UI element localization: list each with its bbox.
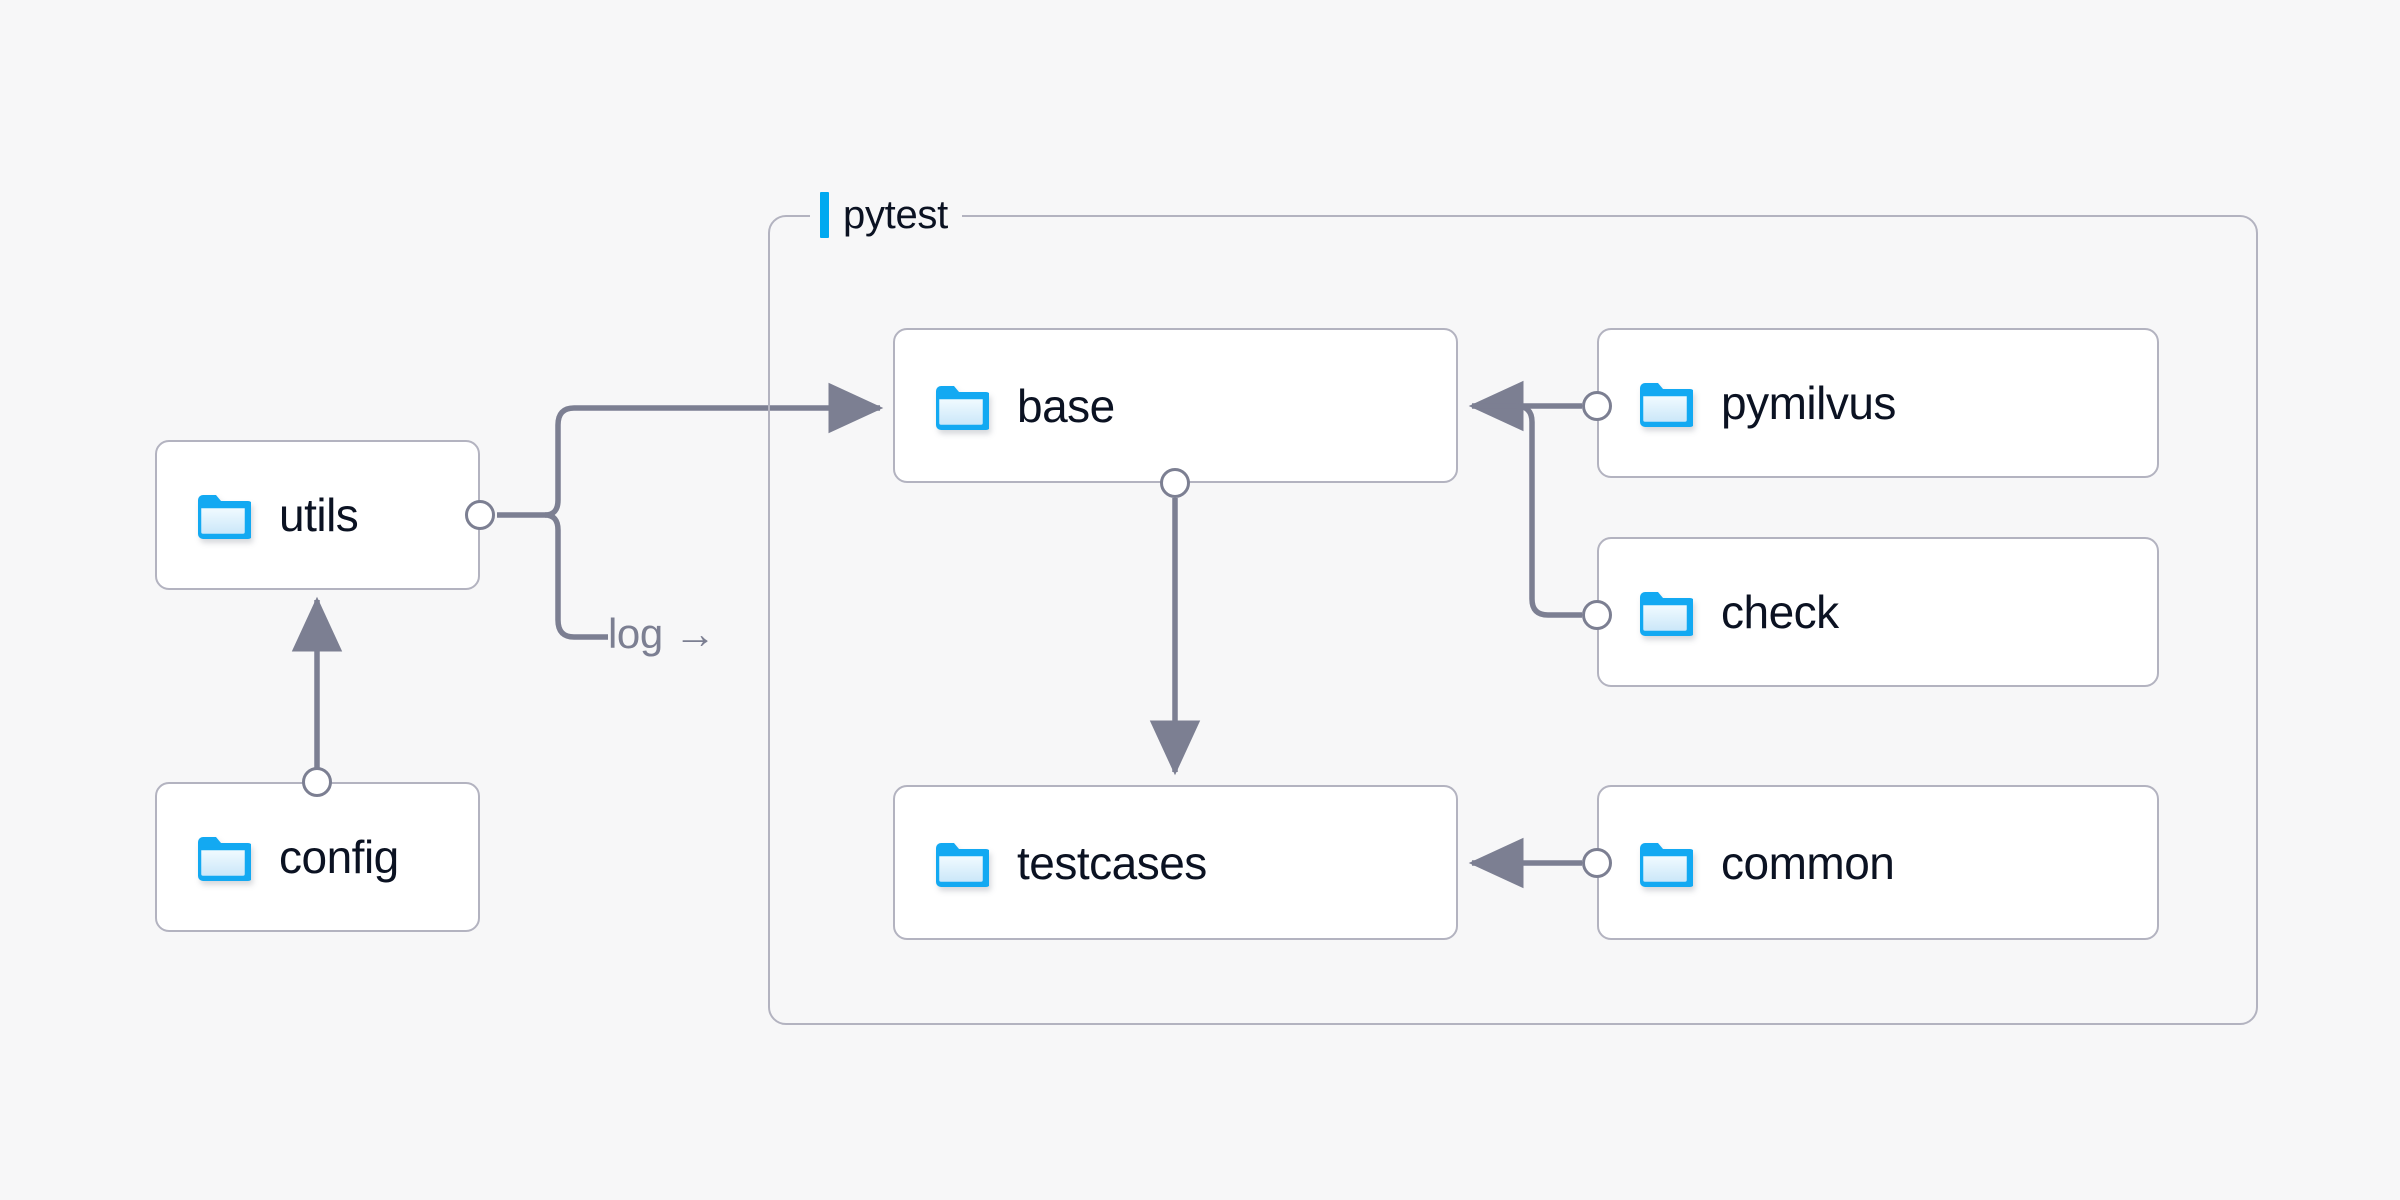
node-utils[interactable]: utils [155,440,480,590]
node-check[interactable]: check [1597,537,2159,687]
edge-label-log: log → [608,610,716,657]
folder-icon [936,385,989,430]
node-check-label: check [1721,586,1839,638]
folder-icon [1640,842,1693,887]
port-base-bottom[interactable] [1160,468,1190,498]
node-utils-label: utils [279,489,359,541]
group-pytest[interactable] [768,215,2258,1025]
accent-bar-icon [820,192,829,238]
edge-utils-to-base [544,382,884,518]
port-check-left[interactable] [1582,600,1612,630]
group-pytest-title: pytest [843,193,948,237]
node-pymilvus[interactable]: pymilvus [1597,328,2159,478]
folder-icon [1640,383,1693,427]
group-pytest-label: pytest [810,188,962,242]
node-config[interactable]: config [155,782,480,932]
folder-icon [936,842,989,887]
edge-check-to-base [1477,403,1582,618]
node-testcases-label: testcases [1017,836,1207,889]
port-utils-right[interactable] [465,500,495,530]
node-base[interactable]: base [893,328,1458,483]
node-common-label: common [1721,836,1895,889]
node-config-label: config [279,831,399,883]
node-base-label: base [1017,379,1115,432]
port-pymilvus-left[interactable] [1582,391,1612,421]
port-common-left[interactable] [1582,848,1612,878]
node-testcases[interactable]: testcases [893,785,1458,940]
port-config-top[interactable] [302,767,332,797]
folder-icon [198,495,251,539]
node-common[interactable]: common [1597,785,2159,940]
edge-utils-to-log [544,512,608,640]
folder-icon [198,837,251,881]
folder-icon [1640,592,1693,636]
node-pymilvus-label: pymilvus [1721,377,1896,429]
